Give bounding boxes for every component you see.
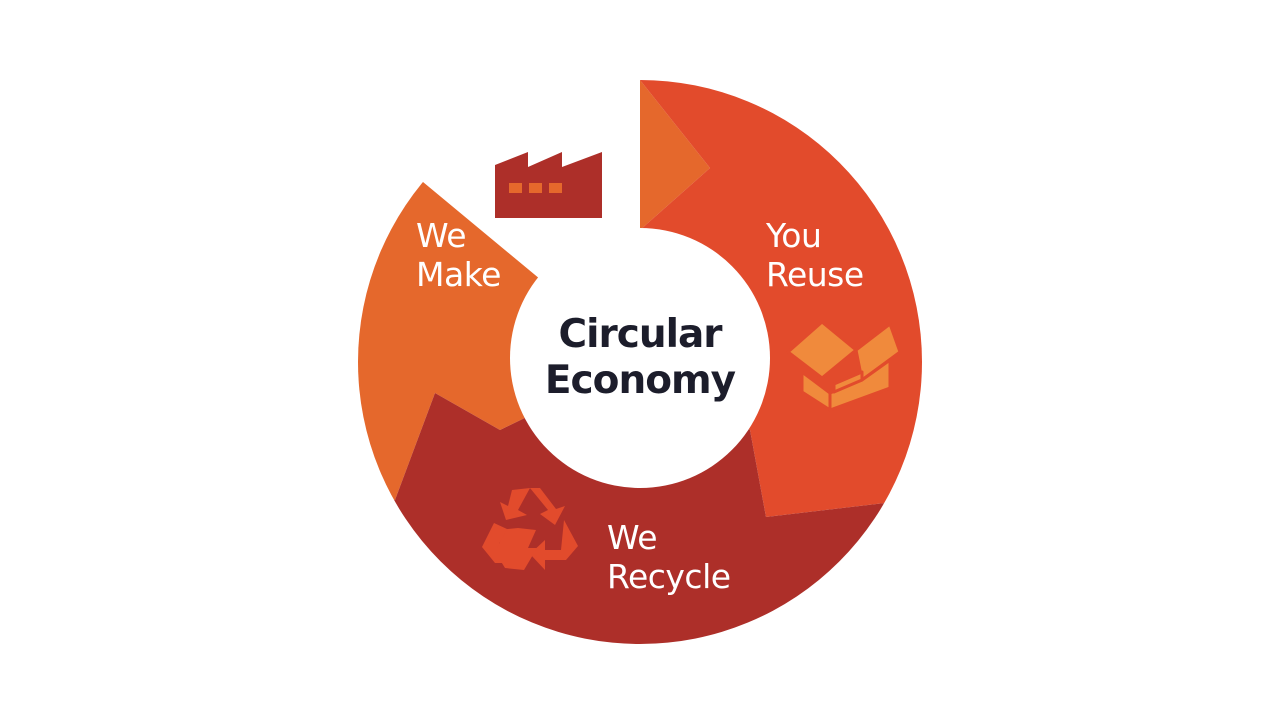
center-title-line1: Circular: [558, 312, 722, 357]
center-title-line2: Economy: [544, 358, 736, 403]
factory-icon: [495, 152, 602, 218]
center-title: Circular Economy: [512, 312, 768, 404]
segment-label-make: We Make: [416, 216, 501, 294]
center-circle: [510, 228, 770, 488]
segment-label-recycle-line1: We: [607, 518, 657, 557]
segment-label-reuse-line2: Reuse: [766, 255, 864, 294]
segment-make: [358, 80, 922, 500]
segment-label-recycle-line2: Recycle: [607, 557, 731, 596]
box-icon: [786, 320, 902, 412]
segment-label-recycle: We Recycle: [607, 518, 731, 596]
segment-label-reuse: You Reuse: [766, 216, 864, 294]
segment-label-make-line1: We: [416, 216, 466, 255]
segment-label-reuse-line1: You: [766, 216, 822, 255]
recycle-icon: [482, 488, 578, 570]
segment-label-make-line2: Make: [416, 255, 501, 294]
